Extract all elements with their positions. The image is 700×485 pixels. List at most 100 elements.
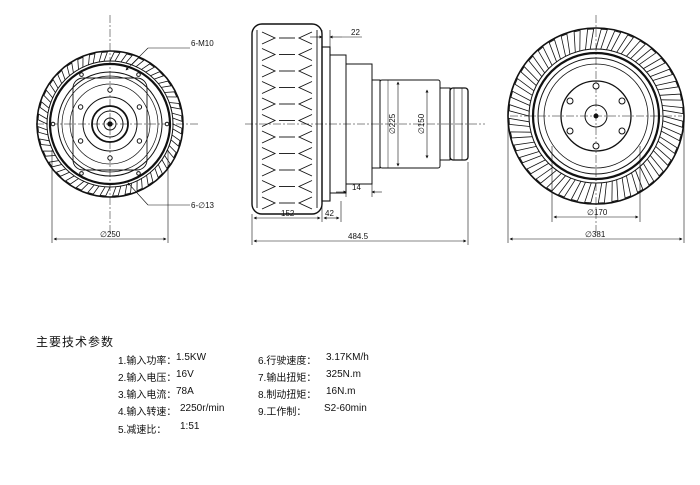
spec-value: 325N.m [326,369,362,380]
side-view-dimensions [251,30,469,245]
tread-lug [537,46,553,69]
tread-lug [510,131,533,139]
tread-lug [646,155,664,177]
tread-chevron [297,196,313,210]
bolt-hole [618,127,626,135]
front-view-dimensions [51,47,190,243]
spec-label: 3.输入电流： [118,390,177,401]
spec-label: 5.减速比： [118,425,167,436]
tread-chevron [297,64,313,78]
tread-lug [49,78,59,93]
bolt-hole [79,72,84,77]
spec-item: 5.减速比： 1:51 [118,421,199,436]
bolt-hole [136,171,141,176]
tread-lug [526,159,549,175]
tread-chevron [297,97,313,111]
tread-lug [164,91,178,98]
tread-lug [546,173,566,192]
tread-lug [109,51,121,62]
tread-lug [169,102,181,110]
tread-chevron [261,64,277,78]
spec-item: 8.制动扭矩： 16N.m [258,386,355,401]
spec-item: 4.输入转速： 2250r/min [118,403,224,418]
tread-chevron [297,81,313,94]
tread-lug [657,136,678,155]
bolt-hole [107,155,113,161]
bolt-hole [136,138,143,144]
spec-item: 2.输入电压： 16V [118,369,194,384]
tread-lug [548,38,561,62]
tread-lug [557,177,576,198]
spec-label: 6.行驶速度： [258,356,317,367]
tread-lug [55,168,70,177]
spec-value: 78A [176,386,194,397]
tread-lug [124,183,132,195]
dim-rear-pcd: ∅170 [587,208,608,217]
tread-lug [141,63,156,73]
tread-lug [659,93,682,101]
specs-title: 主要技术参数 [36,335,115,349]
tread-lug [166,145,177,159]
tread-lug [39,138,51,146]
tread-lug [626,40,646,59]
bolt-hole [566,127,574,135]
bolt-hole [136,104,143,110]
tread-lug [631,170,644,194]
tread-chevron [297,147,313,160]
spec-label: 7.输出扭矩： [258,373,317,384]
tread-lug [158,80,172,88]
tread-chevron [261,97,277,111]
spec-value: 3.17KM/h [326,352,369,363]
tread-lug [518,151,542,164]
bolt-hole [77,138,84,144]
tread-lug [661,126,682,142]
spec-label: 4.输入转速： [118,407,177,418]
dim-front-bolts: 6-M10 [191,39,214,48]
spec-item: 3.输入电流： 78A [118,386,194,401]
tread-lug [66,62,74,76]
tread-chevron [261,31,277,45]
tread-lug [643,57,666,73]
tread-lug [650,68,674,81]
tread-lug [595,28,608,50]
tread-lug [42,150,56,157]
dim-front-holes: 6-∅13 [191,201,215,210]
tread-lug [154,164,163,179]
dim-side-225: ∅225 [388,113,397,134]
tread-lug [77,56,84,70]
dim-side-gap: 14 [352,183,361,192]
tread-lug [510,90,531,106]
tread-chevron [261,81,277,94]
tread-lug [570,181,586,202]
tread-chevron [297,130,313,144]
tread-lug [37,113,48,125]
tread-chevron [297,48,313,61]
tread-chevron [261,147,277,160]
tread-lug [146,172,154,186]
tread-chevron [297,180,313,193]
spec-value: S2-60min [324,403,367,414]
tread-lug [573,30,581,53]
tread-lug [98,51,108,63]
tread-lug [606,30,622,51]
tread-lug [639,163,655,186]
tread-lug [616,34,635,55]
spec-value: 16V [176,369,194,380]
dim-front-diameter: ∅250 [100,230,121,239]
tread-lug [653,146,672,166]
tread-lug [535,166,557,184]
bolt-hole [566,97,574,105]
tread-lug [514,77,535,96]
tread-lug [37,126,49,136]
tread-chevron [261,114,277,127]
technical-drawing: 6-M10 6-∅13 ∅250 [36,15,685,245]
dim-side-150: ∅150 [417,113,426,134]
tread-lug [112,185,122,197]
bolt-hole [136,72,141,77]
tread-lug [585,28,595,50]
tread-lug [64,175,79,185]
bolt-hole [592,142,600,150]
tread-lug [513,141,537,152]
tread-lug [99,186,111,197]
